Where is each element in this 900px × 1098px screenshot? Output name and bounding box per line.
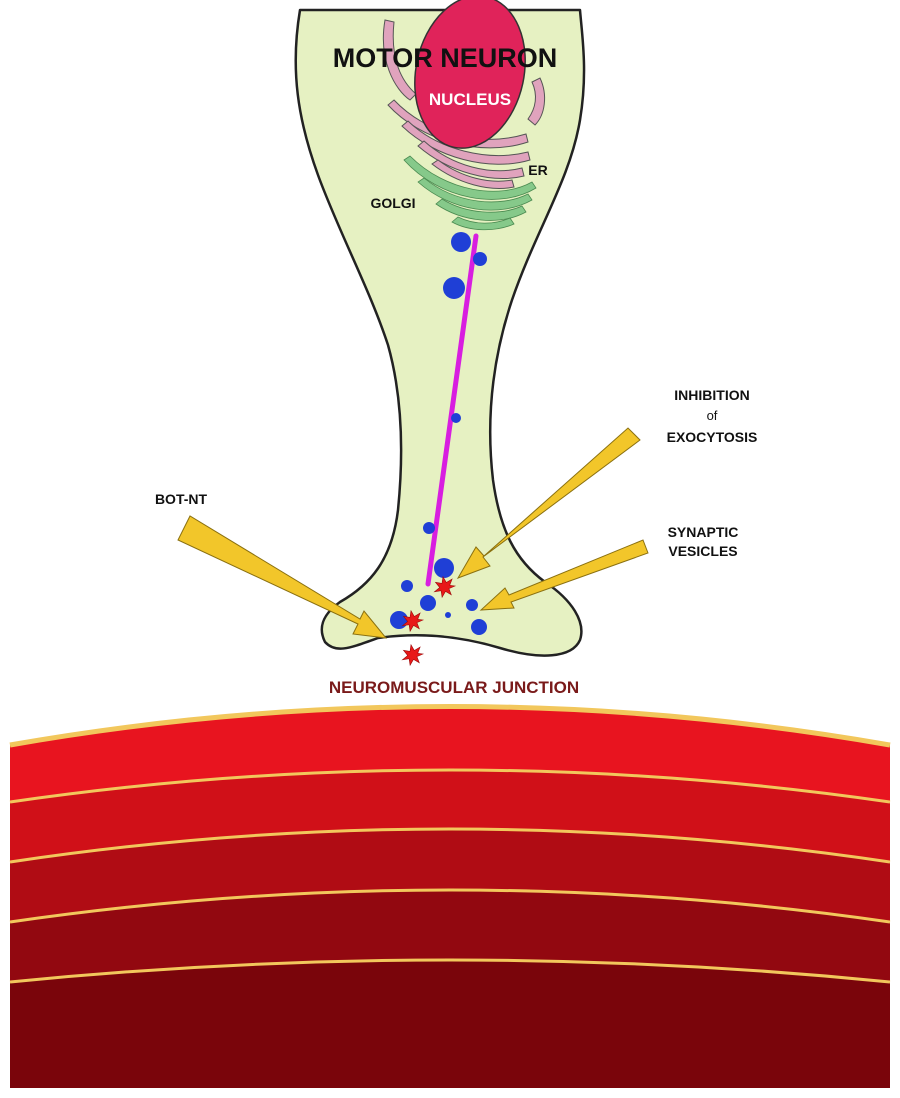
neuromuscular-junction-label: NEUROMUSCULAR JUNCTION — [329, 678, 579, 697]
muscle-band-4 — [10, 890, 890, 982]
nucleus — [414, 0, 526, 149]
vesicle — [420, 595, 436, 611]
inhibition-label-line3: EXOCYTOSIS — [667, 429, 758, 445]
vesicle — [443, 277, 465, 299]
annotation-arrows — [177, 427, 649, 639]
vesicle — [434, 558, 454, 578]
golgi-cisterna — [451, 216, 515, 231]
muscle-outer-membrane — [9, 704, 891, 748]
muscle-band-3 — [10, 829, 890, 922]
inhibition-label-line2: of — [707, 408, 718, 423]
toxin-star — [401, 609, 425, 633]
muscle-boundary-line — [9, 958, 891, 984]
vesicle — [401, 580, 413, 592]
golgi-label: GOLGI — [370, 195, 415, 211]
synaptic-label-line2: VESICLES — [668, 543, 737, 559]
muscle-band-2 — [10, 770, 890, 862]
vesicle — [451, 413, 461, 423]
inhibition-arrow — [456, 427, 641, 579]
muscle-boundary-line — [9, 768, 891, 804]
vesicle — [445, 612, 451, 618]
vesicle — [466, 599, 478, 611]
toxin-star — [433, 575, 457, 599]
golgi-cisterna — [403, 155, 537, 200]
muscle-band-boundaries — [9, 704, 891, 984]
er-membrane — [527, 77, 546, 126]
nucleus-label: NUCLEUS — [429, 90, 511, 109]
toxin-star — [401, 643, 425, 667]
er-membrane — [417, 140, 525, 179]
synaptic-vesicles-arrow — [479, 539, 649, 611]
vesicle — [473, 252, 487, 266]
vesicle — [423, 522, 435, 534]
golgi-cisterna — [417, 177, 533, 211]
bot-nt-arrow — [177, 515, 388, 639]
toxin-molecules — [401, 575, 457, 667]
synaptic-label-line1: SYNAPTIC — [668, 524, 739, 540]
inhibition-label-line1: INHIBITION — [674, 387, 749, 403]
motor-neuron-label: MOTOR NEURON — [333, 43, 558, 73]
er-membrane — [431, 159, 515, 189]
muscle-band-5 — [10, 960, 890, 1088]
er-label: ER — [528, 162, 547, 178]
vesicle — [390, 611, 408, 629]
vesicle — [451, 232, 471, 252]
golgi-cisterna — [435, 198, 527, 221]
vesicle — [471, 619, 487, 635]
microtubule — [425, 233, 479, 587]
muscle-boundary-line — [9, 827, 891, 864]
bot-nt-label: BOT-NT — [155, 491, 208, 507]
synaptic-vesicles — [390, 232, 487, 635]
golgi-apparatus — [403, 155, 537, 231]
muscle-band-1 — [10, 706, 890, 802]
muscle-fiber — [9, 704, 891, 1088]
er-membrane — [401, 120, 531, 165]
muscle-boundary-line — [9, 888, 891, 924]
